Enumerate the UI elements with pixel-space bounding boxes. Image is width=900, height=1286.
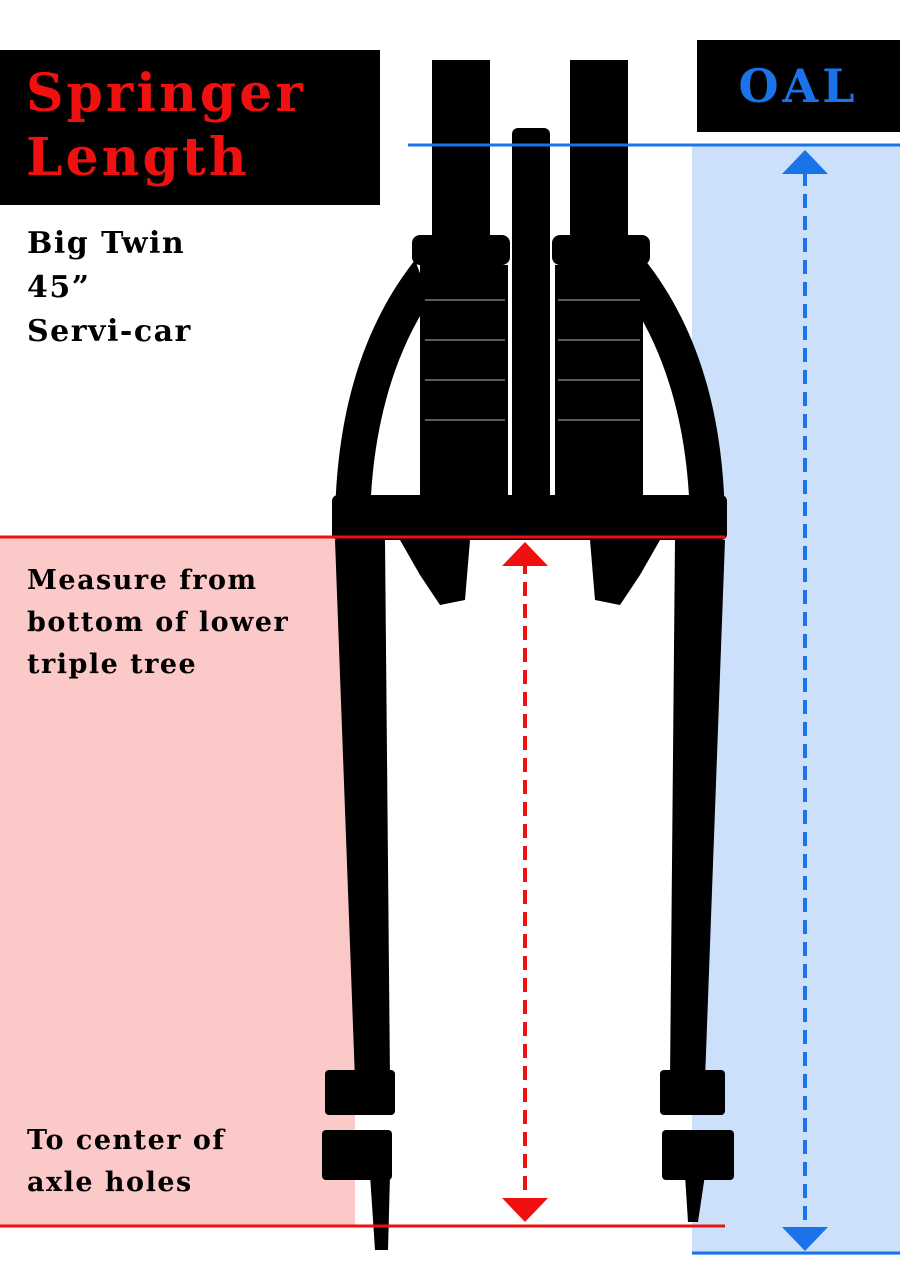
oal-title: OAL	[697, 40, 900, 132]
arrow-head-up	[502, 542, 548, 566]
oal-panel	[692, 145, 900, 1255]
arrow-head-down	[502, 1198, 548, 1222]
model-item: Servi-car	[27, 314, 192, 349]
oal-arrow-head-up	[782, 150, 828, 174]
springer-length-title: Springer Length	[0, 50, 380, 205]
measure-line: Measure from	[27, 565, 258, 596]
measure-line: bottom of lower	[27, 607, 290, 638]
axle-line: axle holes	[27, 1167, 193, 1198]
model-item: Big Twin	[27, 226, 186, 261]
spring-coils	[425, 299, 640, 421]
model-list: Big Twin 45” Servi-car	[27, 222, 192, 354]
oal-label: OAL	[738, 59, 859, 113]
title-line-2: Length	[26, 127, 250, 188]
springer-fork-silhouette	[322, 60, 734, 1250]
axle-instruction: To center of axle holes	[27, 1120, 226, 1204]
measure-line: triple tree	[27, 649, 198, 680]
springer-length-panel	[0, 537, 355, 1226]
title-line-1: Springer	[26, 63, 306, 124]
measure-instruction: Measure from bottom of lower triple tree	[27, 560, 289, 686]
axle-line: To center of	[27, 1125, 226, 1156]
oal-arrow-head-down	[782, 1227, 828, 1251]
model-item: 45”	[27, 270, 91, 305]
